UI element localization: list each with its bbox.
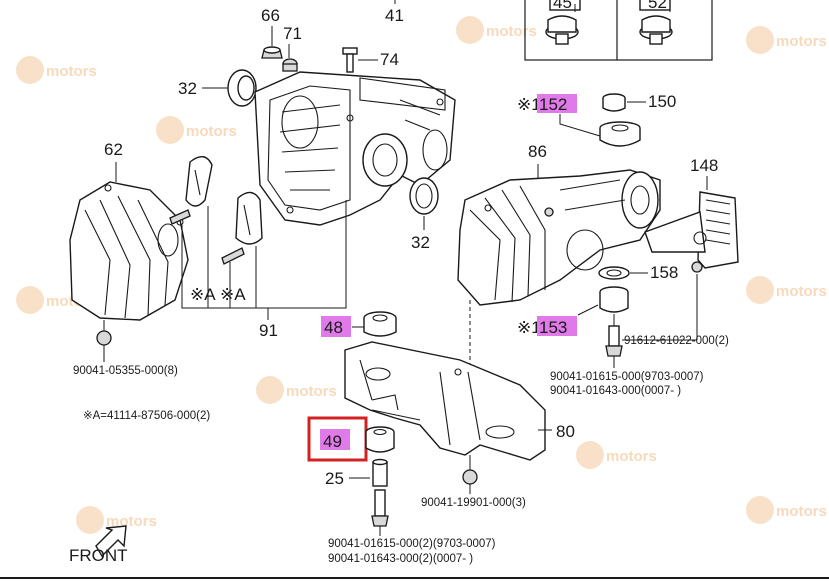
code-01643-lower[interactable]: 90041-01643-000(2)(0007- ) [328,553,473,565]
bushing-153 [599,286,629,313]
bolt-01615-lower [371,489,389,527]
code-ref-a[interactable]: ※A=41114-87506-000(2) [83,410,210,422]
label-66[interactable]: 66 [261,6,280,25]
bushing-152 [599,121,641,147]
code-05355[interactable]: 90041-05355-000(8) [73,365,178,377]
bolt-74 [342,47,358,73]
label-41[interactable]: 41 [385,6,404,25]
front-arrow-icon [95,525,127,558]
label-71[interactable]: 71 [283,24,302,43]
bolt-91-b [221,247,245,265]
code-19901[interactable]: 90041-19901-000(3) [421,497,526,509]
rear-cover-62 [69,181,189,321]
label-74[interactable]: 74 [380,50,399,69]
bushing-49 [365,426,395,453]
oil-seal-32-upper [227,69,257,107]
collar-25 [372,458,388,487]
ref-1-153: ※1 [517,318,541,337]
ref-1-152: ※1 [517,95,541,114]
label-48[interactable]: 48 [324,318,343,337]
bracket-80 [344,341,546,461]
bearing-cap-91-b [235,191,263,245]
svg-text:motors: motors [186,123,237,140]
label-91[interactable]: 91 [259,321,278,340]
label-150[interactable]: 150 [648,92,676,111]
label-153[interactable]: 153 [539,318,567,337]
svg-text:motors: motors [776,503,827,520]
label-158[interactable]: 158 [650,263,678,282]
control-unit-148 [644,191,739,273]
code-91612[interactable]: 91612-61022-000(2) [624,335,729,347]
oil-seal-32-lower [409,177,439,215]
label-86[interactable]: 86 [528,142,547,161]
stopper-150 [602,93,626,112]
highlight-49 [320,429,350,450]
label-52[interactable]: 52 [648,0,667,12]
watermark-layer: motors motors motors motors motors motor… [16,16,827,534]
differential-86 [457,169,661,306]
svg-text:motors: motors [776,33,827,50]
bolt-05355 [96,320,112,346]
label-152[interactable]: 152 [539,95,567,114]
carrier-housing [254,71,456,226]
bolt-91612 [605,325,623,357]
label-62[interactable]: 62 [104,140,123,159]
label-80[interactable]: 80 [556,422,575,441]
label-148[interactable]: 148 [690,156,718,175]
highlight-153 [537,316,577,336]
svg-text:motors: motors [776,283,827,300]
code-01615-right[interactable]: 90041-01615-000(9703-0007) [550,371,704,383]
bolt-19901 [462,469,478,485]
svg-text:motors: motors [106,513,157,530]
ref-a-2: ※A [220,285,246,304]
code-01643-right[interactable]: 90041-01643-000(0007- ) [550,385,681,397]
svg-text:motors: motors [286,383,337,400]
ref-a-1: ※A [190,285,216,304]
highlight-48 [321,316,351,337]
svg-text:motors: motors [486,23,537,40]
code-01615-lower[interactable]: 90041-01615-000(2)(9703-0007) [328,538,496,550]
nut-66 [261,46,283,59]
washer-158 [598,266,630,280]
inset-box [524,0,713,61]
svg-text:motors: motors [606,448,657,465]
label-25[interactable]: 25 [325,469,344,488]
highlight-152 [537,94,577,113]
label-49[interactable]: 49 [323,432,342,451]
label-45[interactable]: 45 [553,0,572,12]
front-label: FRONT [69,546,128,565]
bushing-48 [363,311,397,337]
bearing-cap-91-a [185,156,213,207]
label-32-upper[interactable]: 32 [178,79,197,98]
bolt-91-a [169,209,191,225]
label-32-lower[interactable]: 32 [411,233,430,252]
svg-text:motors: motors [46,63,97,80]
bolt-71 [282,58,298,72]
